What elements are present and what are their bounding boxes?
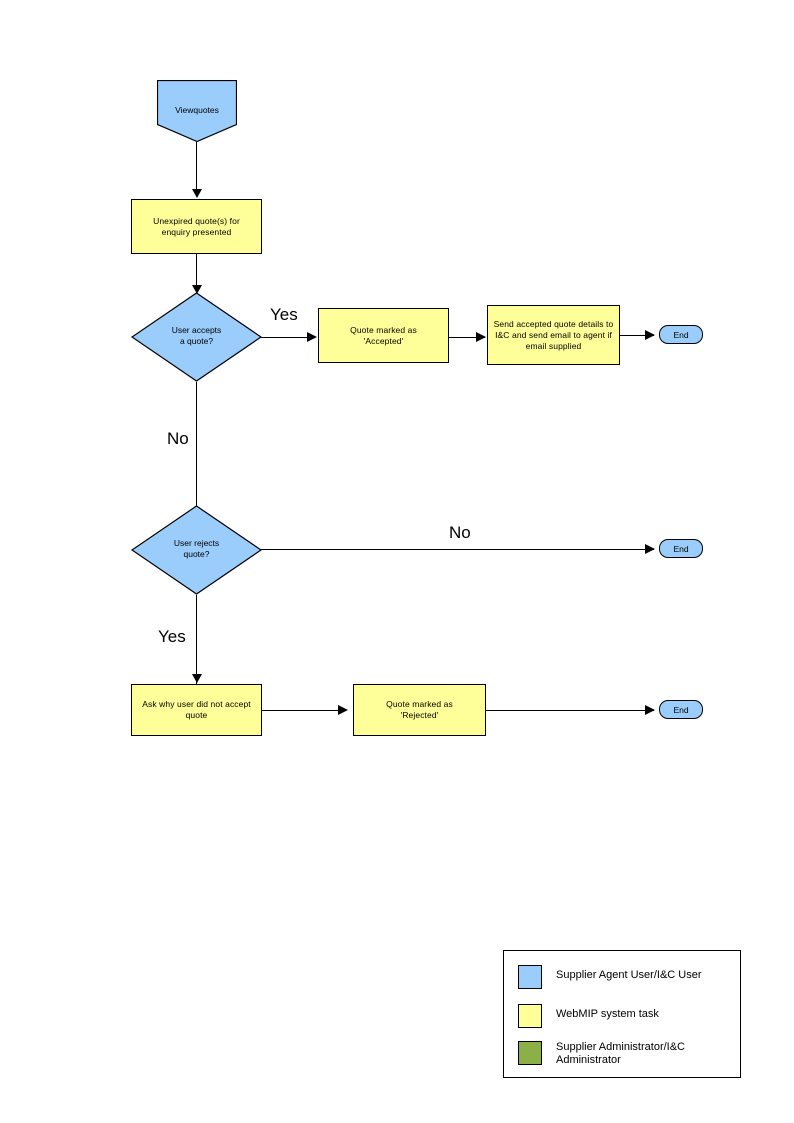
edge-accepts-yes	[261, 337, 309, 338]
legend-swatch-green	[518, 1041, 542, 1065]
node-decision-user-accepts[interactable]: User accepts a quote?	[131, 292, 262, 382]
edge-unexpired-to-accepts	[196, 254, 197, 294]
arrowhead-askwhy-to-marked-rejected	[338, 705, 348, 715]
edge-marked-rejected-to-end3	[486, 710, 654, 711]
arrowhead-marked-rejected-to-end3	[645, 705, 655, 715]
edge-marked-accepted-to-send	[449, 337, 485, 338]
legend-item-webmip-task: WebMIP system task	[518, 1004, 659, 1028]
edge-label-no-reject: No	[449, 523, 471, 542]
legend-item-supplier-admin: Supplier Administrator/I&C Administrator	[518, 1041, 736, 1067]
node-end-1-label: End	[673, 329, 689, 340]
node-start-viewquotes[interactable]: Viewquotes	[157, 80, 237, 142]
node-quote-marked-rejected-label: Quote marked as 'Rejected'	[386, 699, 453, 720]
legend-label-webmip-task: WebMIP system task	[556, 1008, 659, 1020]
arrowhead-unexpired-to-accepts	[192, 285, 202, 294]
node-decision-user-rejects[interactable]: User rejects quote?	[131, 505, 262, 595]
node-send-accepted-details[interactable]: Send accepted quote details to I&C and s…	[487, 305, 620, 365]
node-end-2[interactable]: End	[659, 539, 703, 558]
legend-label-supplier-admin: Supplier Administrator/I&C Administrator	[556, 1041, 685, 1066]
node-end-1[interactable]: End	[659, 325, 703, 344]
node-end-3[interactable]: End	[659, 700, 703, 719]
node-ask-why-not-accepted-label: Ask why user did not accept quote	[142, 699, 251, 720]
arrowhead-send-to-end1	[645, 330, 655, 340]
legend-box: Supplier Agent User/I&C User WebMIP syst…	[503, 950, 741, 1078]
decision-rejects-shape	[131, 505, 262, 595]
edge-label-yes-reject: Yes	[158, 627, 186, 646]
node-quote-marked-accepted-label: Quote marked as 'Accepted'	[350, 324, 417, 346]
arrowhead-rejects-yes	[192, 674, 202, 683]
edge-label-yes-accept: Yes	[270, 305, 298, 324]
edge-send-to-end1	[620, 335, 654, 336]
node-start-label: Viewquotes	[175, 105, 219, 115]
node-ask-why-not-accepted[interactable]: Ask why user did not accept quote	[131, 684, 262, 736]
legend-swatch-yellow	[518, 1004, 542, 1028]
node-unexpired-quotes[interactable]: Unexpired quote(s) for enquiry presented	[131, 199, 262, 254]
edge-rejects-no	[261, 549, 654, 550]
edge-start-to-unexpired	[196, 142, 197, 190]
legend-label-supplier-agent: Supplier Agent User/I&C User	[556, 969, 702, 981]
arrowhead-marked-accepted-to-send	[476, 332, 486, 342]
edge-label-no-accept: No	[167, 429, 189, 448]
node-unexpired-quotes-label: Unexpired quote(s) for enquiry presented	[153, 215, 240, 237]
node-end-2-label: End	[673, 543, 689, 554]
legend-swatch-blue	[518, 965, 542, 989]
node-decision-user-accepts-label: User accepts a quote?	[171, 325, 222, 346]
arrowhead-rejects-no	[645, 544, 655, 554]
edge-rejects-yes	[196, 595, 197, 685]
node-quote-marked-rejected[interactable]: Quote marked as 'Rejected'	[353, 684, 486, 736]
node-decision-user-rejects-label: User rejects quote?	[173, 538, 220, 559]
edge-accepts-no	[196, 382, 197, 518]
arrowhead-accepts-yes	[307, 332, 317, 342]
decision-accepts-shape	[131, 292, 262, 382]
legend-item-supplier-agent: Supplier Agent User/I&C User	[518, 965, 702, 989]
node-send-accepted-details-label: Send accepted quote details to I&C and s…	[493, 318, 614, 351]
node-end-3-label: End	[673, 704, 689, 715]
arrowhead-start-to-unexpired	[192, 189, 202, 198]
edge-askwhy-to-marked-rejected	[262, 710, 344, 711]
node-quote-marked-accepted[interactable]: Quote marked as 'Accepted'	[318, 308, 449, 363]
